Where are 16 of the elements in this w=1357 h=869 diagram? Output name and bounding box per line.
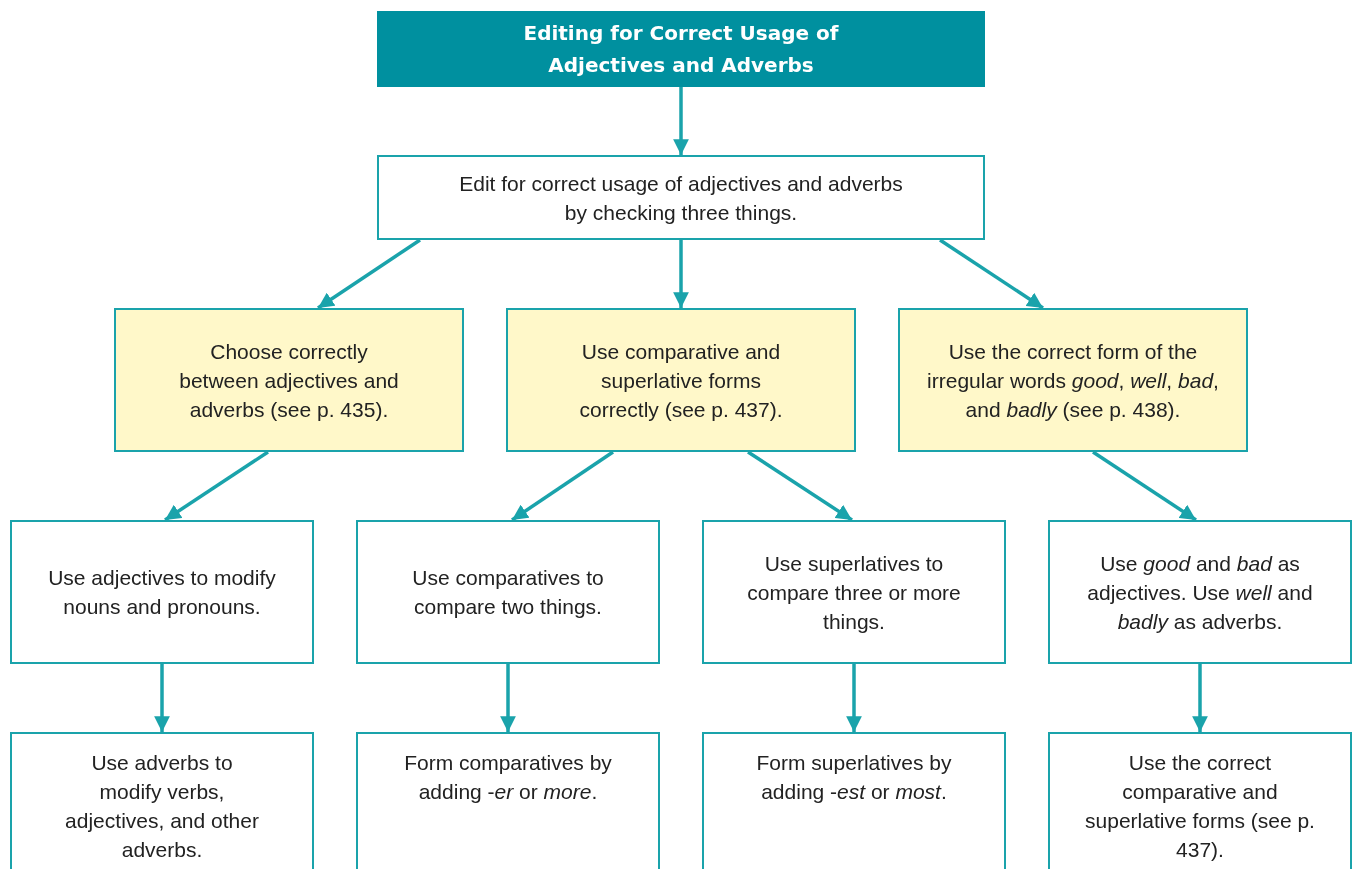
arrow bbox=[317, 238, 421, 310]
arrow bbox=[164, 450, 269, 522]
title-banner: Editing for Correct Usage of Adjectives and Adverbs bbox=[377, 11, 985, 87]
arrow bbox=[500, 664, 516, 732]
arrow bbox=[846, 664, 862, 732]
arrow bbox=[747, 450, 853, 522]
arrow bbox=[673, 87, 689, 155]
arrow bbox=[939, 238, 1044, 310]
arrow bbox=[1192, 664, 1208, 732]
arrow bbox=[511, 450, 614, 522]
arrow bbox=[154, 664, 170, 732]
category-box: Choose correctly between adjectives and adverbs (see p. 435). bbox=[114, 308, 464, 452]
arrow bbox=[673, 240, 689, 308]
category-box: Use comparative and superlative forms correctly (see p. 437). bbox=[506, 308, 856, 452]
arrow bbox=[1092, 450, 1197, 522]
category-box: Use the correct form of the irregular words good, well, bad, and badly (see p. 438). bbox=[898, 308, 1248, 452]
